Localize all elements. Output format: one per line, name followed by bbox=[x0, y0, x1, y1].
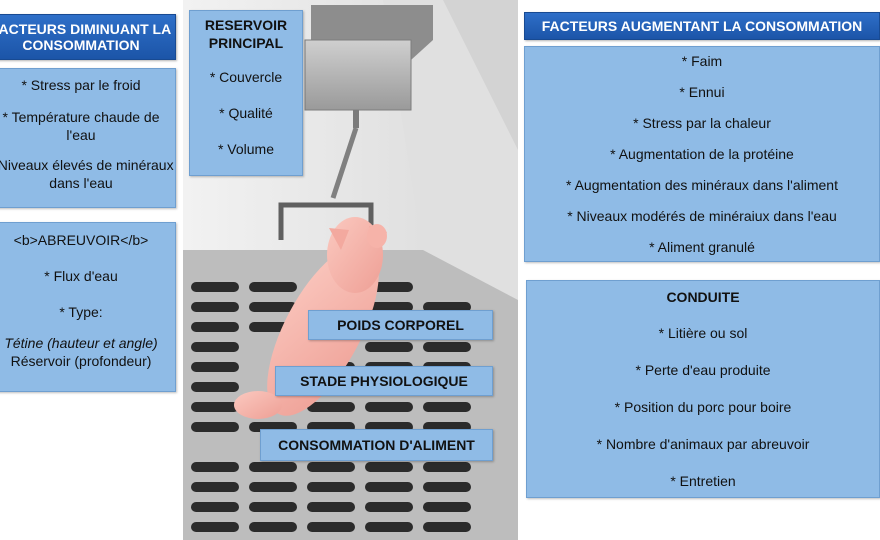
right-top-item: * Augmentation des minéraux dans l'alime… bbox=[566, 177, 838, 193]
right-top-item: * Augmentation de la protéine bbox=[610, 146, 794, 162]
right-bottom-item: * Position du porc pour boire bbox=[614, 399, 792, 415]
reservoir-title: RESERVOIR PRINCIPAL bbox=[204, 17, 288, 51]
label-poids-corporel-text: POIDS CORPOREL bbox=[337, 317, 464, 333]
reservoir-item: * Couvercle bbox=[209, 69, 283, 85]
left-top-item: * Température chaude de l'eau bbox=[2, 109, 160, 143]
label-stade-physiologique: STADE PHYSIOLOGIQUE bbox=[275, 366, 493, 396]
left-top-header: FACTEURS DIMINUANT LA CONSOMMATION bbox=[0, 14, 176, 60]
reservoir-item: * Volume bbox=[217, 141, 275, 157]
label-consommation-aliment-text: CONSOMMATION D'ALIMENT bbox=[278, 437, 475, 453]
right-top-item: * Ennui bbox=[679, 84, 725, 100]
right-top-panel: * Faim * Ennui * Stress par la chaleur *… bbox=[524, 46, 880, 262]
right-top-item: * Stress par la chaleur bbox=[633, 115, 771, 131]
right-bottom-item: * Litière ou sol bbox=[658, 325, 748, 341]
label-stade-physiologique-text: STADE PHYSIOLOGIQUE bbox=[300, 373, 468, 389]
right-top-item: * Faim bbox=[681, 53, 723, 69]
right-bottom-panel: CONDUITE * Litière ou sol * Perte d'eau … bbox=[526, 280, 880, 498]
left-bottom-item: Tétine (hauteur et angle) bbox=[4, 335, 158, 351]
left-bottom-panel: <b>ABREUVOIR</b> * Flux d'eau * Type: Té… bbox=[0, 222, 176, 392]
drinking-scene: POIDS CORPOREL STADE PHYSIOLOGIQUE CONSO… bbox=[183, 0, 518, 540]
right-bottom-item: * Entretien bbox=[670, 473, 736, 489]
right-top-item: * Niveaux modérés de minéraiux dans l'ea… bbox=[567, 208, 837, 224]
left-top-item: * Stress par le froid bbox=[21, 77, 141, 93]
right-bottom-title: CONDUITE bbox=[666, 289, 740, 305]
right-bottom-item: * Perte d'eau produite bbox=[635, 362, 771, 378]
left-bottom-item: * Flux d'eau bbox=[44, 268, 118, 284]
reservoir-panel: RESERVOIR PRINCIPAL * Couvercle * Qualit… bbox=[189, 10, 303, 176]
left-top-panel: * Stress par le froid * Température chau… bbox=[0, 68, 176, 208]
right-top-item: * Aliment granulé bbox=[649, 239, 755, 255]
left-bottom-item: * Type: bbox=[59, 304, 103, 320]
drinker-trough bbox=[278, 202, 374, 240]
left-top-title: FACTEURS DIMINUANT LA CONSOMMATION bbox=[0, 21, 172, 53]
water-tank-illustration bbox=[304, 5, 433, 199]
left-bottom-item: Réservoir (profondeur) bbox=[10, 353, 152, 369]
reservoir-item: * Qualité bbox=[219, 105, 273, 121]
right-bottom-item: * Nombre d'animaux par abreuvoir bbox=[596, 436, 810, 452]
right-top-title: FACTEURS AUGMENTANT LA CONSOMMATION bbox=[541, 18, 863, 34]
label-poids-corporel: POIDS CORPOREL bbox=[308, 310, 493, 340]
right-top-header: FACTEURS AUGMENTANT LA CONSOMMATION bbox=[524, 12, 880, 40]
label-consommation-aliment: CONSOMMATION D'ALIMENT bbox=[260, 429, 493, 461]
left-bottom-title: <b>ABREUVOIR</b> bbox=[13, 232, 149, 248]
left-top-item: * Niveaux élevés de minéraux dans l'eau bbox=[0, 157, 174, 191]
